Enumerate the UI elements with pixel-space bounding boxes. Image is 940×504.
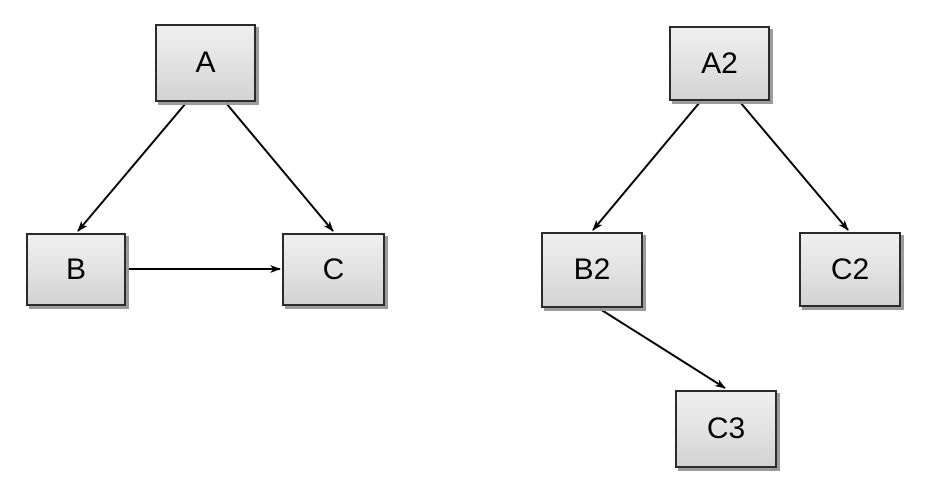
node-c[interactable]: C — [282, 233, 385, 306]
edge-a-to-c — [225, 102, 334, 232]
node-label-c: C — [322, 252, 345, 286]
node-label-c3: C3 — [706, 412, 746, 445]
node-b2[interactable]: B2 — [541, 232, 643, 308]
node-a[interactable]: A — [155, 24, 256, 102]
edge-a2-to-c2 — [739, 101, 849, 231]
edge-a-to-b — [77, 102, 187, 232]
edge-b2-to-c3 — [599, 308, 726, 389]
edge-a2-to-b2 — [592, 101, 701, 231]
node-label-b2: B2 — [573, 253, 611, 286]
node-label-a2: A2 — [701, 46, 738, 80]
node-a2[interactable]: A2 — [669, 26, 770, 101]
node-b[interactable]: B — [26, 233, 126, 306]
node-label-a: A — [195, 46, 216, 79]
node-c3[interactable]: C3 — [675, 390, 777, 468]
node-label-b: B — [65, 252, 86, 286]
node-label-c2: C2 — [830, 252, 870, 286]
node-c2[interactable]: C2 — [799, 232, 901, 307]
